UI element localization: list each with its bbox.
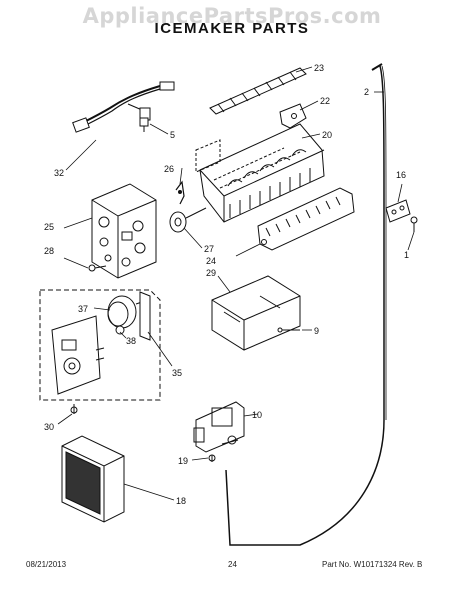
callout-32: 32 (54, 168, 64, 178)
callout-10: 10 (252, 410, 262, 420)
ice-mold-part-20 (195, 123, 325, 223)
module-assembly-part-35 (39, 289, 161, 401)
ejector-part-23 (209, 67, 307, 115)
callout-29: 29 (206, 268, 216, 278)
callout-37: 37 (78, 304, 88, 314)
cover-part-18 (61, 435, 125, 523)
shaft-part-26 (175, 180, 185, 205)
footer-page-number: 24 (228, 560, 237, 569)
callout-labels: 23 2 22 20 5 32 26 16 25 27 1 28 24 29 3… (44, 63, 409, 506)
control-housing-part-25 (91, 183, 157, 279)
screw-part-28 (88, 264, 107, 272)
tray-part-29 (211, 275, 301, 351)
callout-18: 18 (176, 496, 186, 506)
callout-20: 20 (322, 130, 332, 140)
wire-harness-part-32 (72, 81, 175, 133)
gear-part-38 (115, 325, 125, 335)
footer-date: 08/21/2013 (26, 560, 67, 569)
callout-23: 23 (314, 63, 324, 73)
callout-5: 5 (170, 130, 175, 140)
callout-9: 9 (314, 326, 319, 336)
callout-30: 30 (44, 422, 54, 432)
callout-25: 25 (44, 222, 54, 232)
callout-1: 1 (404, 250, 409, 260)
callout-35: 35 (172, 368, 182, 378)
screw-part-1 (410, 216, 418, 232)
callout-26: 26 (164, 164, 174, 174)
bracket-part-16 (385, 199, 411, 223)
screw-part-30 (70, 404, 78, 414)
callout-24: 24 (206, 256, 216, 266)
water-line-part-2 (225, 63, 387, 546)
page-title: ICEMAKER PARTS (154, 20, 310, 37)
stripper-part-24 (257, 187, 355, 251)
leader-lines (57, 66, 415, 501)
callout-2: 2 (364, 87, 369, 97)
callout-28: 28 (44, 246, 54, 256)
callout-27: 27 (204, 244, 214, 254)
callout-38: 38 (126, 336, 136, 346)
screw-part-5 (139, 117, 149, 132)
footer-part-number: Part No. W10171324 Rev. B (322, 560, 423, 569)
screw-part-19 (208, 454, 216, 462)
bracket-part-22 (279, 103, 307, 129)
coupling-part-27 (169, 207, 207, 233)
watermark-text: AppliancePartsPros.com (82, 4, 382, 28)
water-valve-part-10 (193, 401, 245, 453)
callout-22: 22 (320, 96, 330, 106)
screw-part-9 (277, 327, 300, 333)
callout-19: 19 (178, 456, 188, 466)
callout-16: 16 (396, 170, 406, 180)
